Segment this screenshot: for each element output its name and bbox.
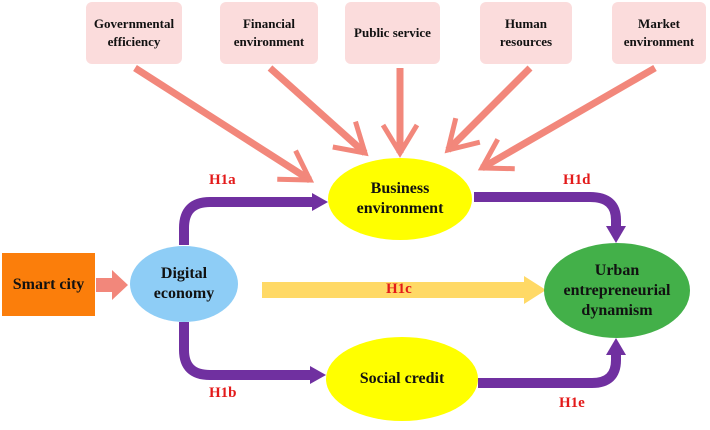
arrow-h1c	[262, 276, 546, 304]
path-h1b	[179, 322, 312, 380]
path-h1e	[478, 354, 621, 388]
arrow-governmental-efficiency	[133, 65, 315, 183]
factor-box-public-service: Public service	[345, 2, 440, 64]
arrow-market-environment	[477, 64, 657, 172]
factor-box-governmental-efficiency: Governmental efficiency	[86, 2, 182, 64]
arrow-human-resources	[444, 65, 533, 154]
arrowhead-h1e	[606, 338, 626, 355]
arrowhead-h1b	[310, 366, 326, 384]
node-social-credit: Social credit	[326, 337, 478, 421]
label-h1b: H1b	[209, 385, 237, 401]
factor-box-market-environment: Market environment	[612, 2, 706, 64]
arrowhead-h1d	[606, 226, 626, 243]
node-business-environment: Business environment	[328, 158, 472, 240]
node-digital-economy: Digital economy	[130, 246, 238, 322]
factor-box-human-resources: Human resources	[480, 2, 572, 64]
path-h1a	[179, 197, 314, 245]
path-h1d	[474, 192, 621, 226]
label-h1c: H1c	[386, 281, 412, 297]
label-h1d: H1d	[563, 172, 591, 188]
arrow-smart-city-to-digital-economy	[96, 270, 128, 300]
arrow-financial-environment	[267, 65, 369, 157]
mediator-paths	[179, 192, 626, 388]
node-smart-city: Smart city	[2, 253, 95, 316]
factor-box-financial-environment: Financial environment	[220, 2, 318, 64]
label-h1a: H1a	[209, 172, 236, 188]
factor-arrows	[133, 64, 657, 183]
arrowhead-h1a	[312, 193, 328, 211]
label-h1e: H1e	[559, 395, 585, 411]
node-urban-entrepreneurial-dynamism: Urban entrepreneurial dynamism	[544, 243, 690, 338]
